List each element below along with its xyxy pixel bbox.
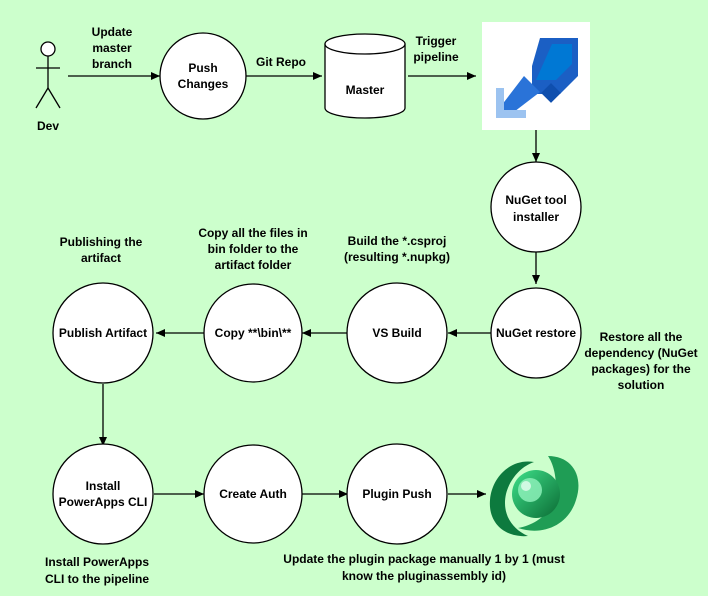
azure-pipelines-icon [482,22,590,130]
annotation-update-plugin-2: know the pluginassembly id) [342,569,506,583]
annotation-restore-1: Restore all the [600,330,683,344]
annotation-build-2: (resulting *.nupkg) [344,250,450,264]
publish-artifact-label: Publish Artifact [59,326,147,340]
nuget-tool-label-2: installer [513,210,559,224]
annotation-update-plugin-1: Update the plugin package manually 1 by … [283,552,564,566]
edge-label-update-master-1: Update [92,25,133,39]
annotation-copy-files-3: artifact folder [215,258,292,272]
node-create-auth: Create Auth [203,444,303,544]
edge-label-update-master-2: master [92,41,132,55]
dev-label: Dev [37,119,59,133]
annotation-restore-3: packages) for the [591,362,691,376]
vs-build-label: VS Build [372,326,421,340]
annotation-install-cli-1: Install PowerApps [45,555,149,569]
create-auth-label: Create Auth [219,487,287,501]
nuget-restore-label: NuGet restore [496,326,576,340]
node-install-powerapps-cli: Install PowerApps CLI [52,443,154,545]
annotation-publishing-1: Publishing the [60,235,143,249]
annotation-restore-2: dependency (NuGet [584,346,697,360]
node-push-changes: Push Changes [159,32,247,120]
dev-actor: Dev [35,41,61,133]
node-nuget-restore: NuGet restore [490,287,582,379]
node-master: Master [324,33,406,119]
node-publish-artifact: Publish Artifact [52,282,154,384]
edge-label-trigger-2: pipeline [413,50,459,64]
node-vs-build: VS Build [346,282,448,384]
nuget-tool-label-1: NuGet tool [505,193,566,207]
annotation-copy-files-2: bin folder to the [208,242,299,256]
copy-bin-label: Copy **\bin\** [215,326,292,340]
node-plugin-push: Plugin Push [346,443,448,545]
annotation-restore-4: solution [618,378,665,392]
install-cli-label-2: PowerApps CLI [59,495,148,509]
node-copy-bin: Copy **\bin\** [203,283,303,383]
dataverse-icon [489,456,579,537]
install-cli-label-1: Install [86,479,121,493]
annotation-install-cli-2: CLI to the pipeline [45,572,149,586]
annotation-copy-files-1: Copy all the files in [198,226,307,240]
edge-label-trigger-1: Trigger [416,34,457,48]
push-changes-label-1: Push [188,61,217,75]
plugin-push-label: Plugin Push [362,487,431,501]
node-nuget-tool-installer: NuGet tool installer [490,161,582,253]
edge-label-update-master-3: branch [92,57,132,71]
annotation-publishing-2: artifact [81,251,121,265]
master-label: Master [346,83,385,97]
edge-label-git-repo: Git Repo [256,55,306,69]
annotation-build-1: Build the *.csproj [348,234,447,248]
push-changes-label-2: Changes [178,77,229,91]
